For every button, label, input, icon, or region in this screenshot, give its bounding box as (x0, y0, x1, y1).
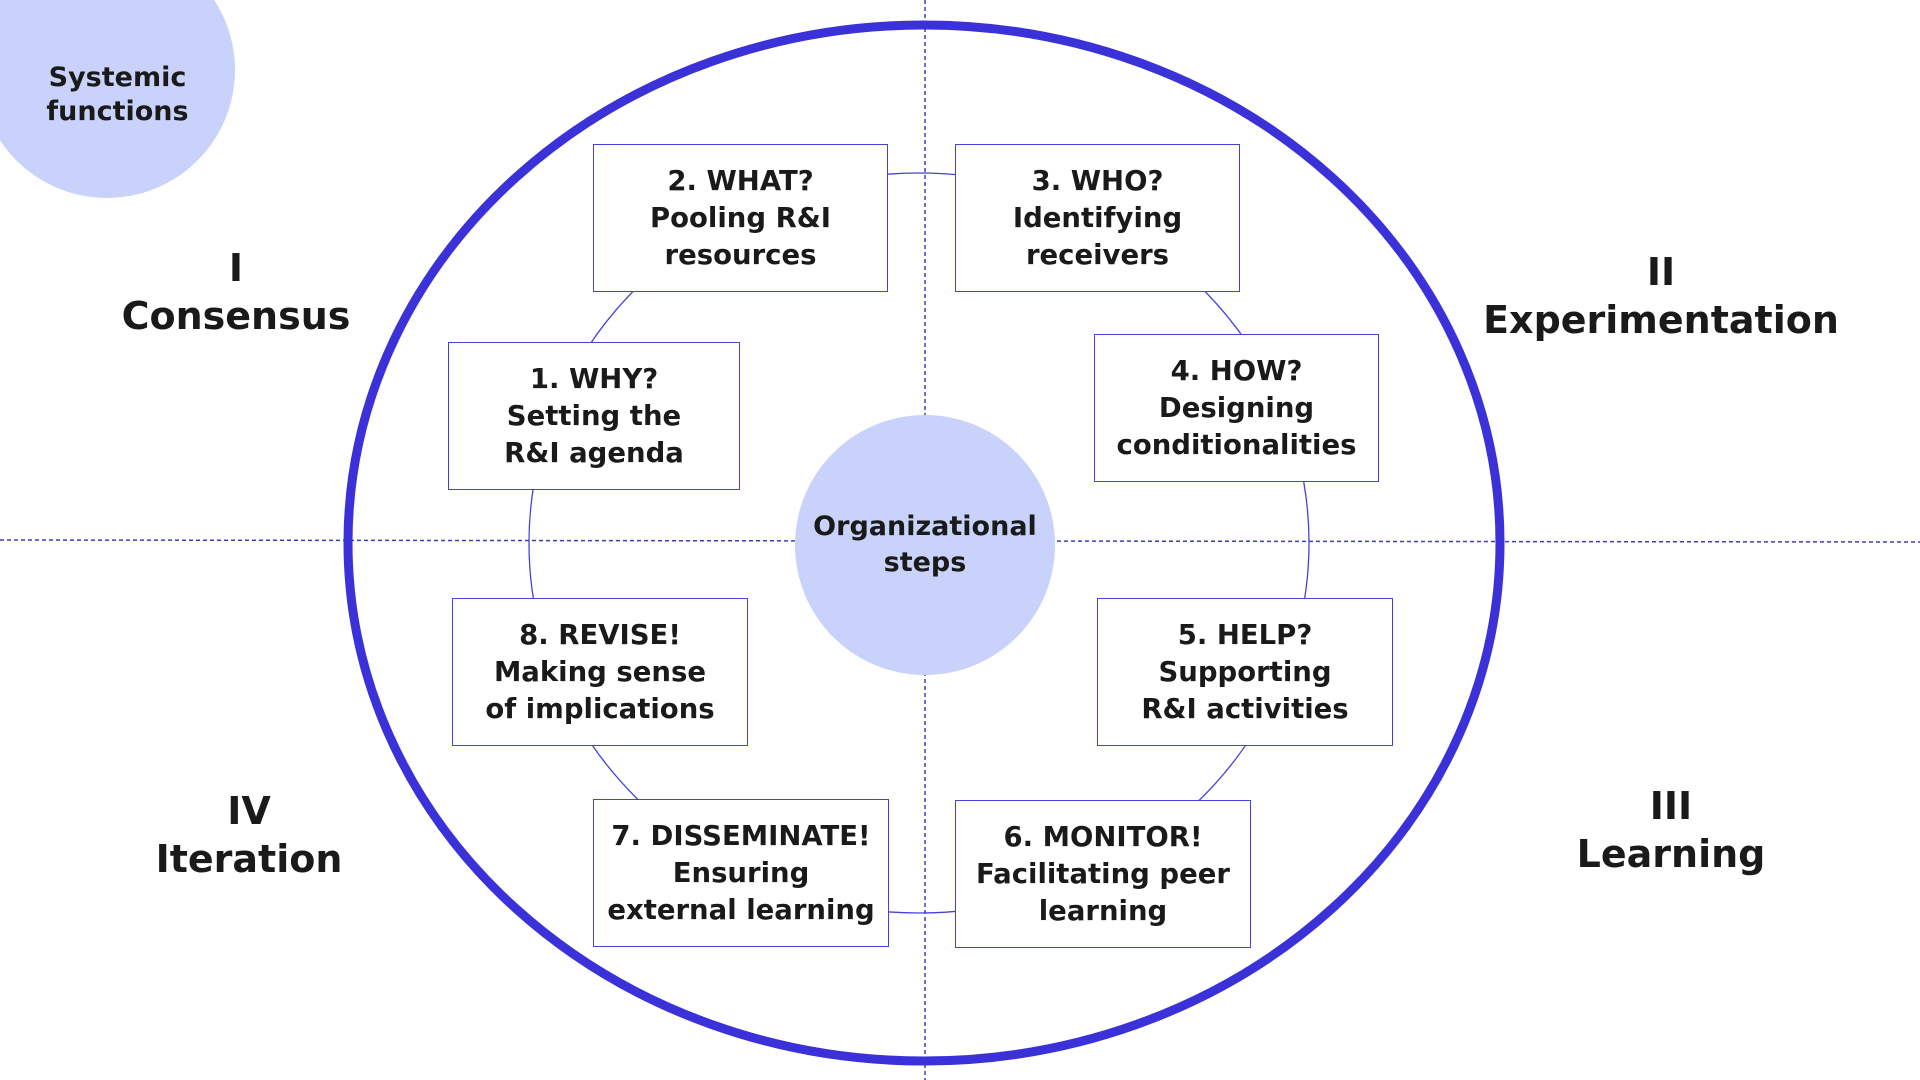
step-box-disseminate: 7. DISSEMINATE! Ensuring external learni… (593, 799, 889, 947)
step-box-what: 2. WHAT? Pooling R&I resources (593, 144, 888, 292)
inner-cycle-ring (528, 172, 1310, 914)
systemic-functions-bubble (0, 0, 235, 198)
step-box-monitor: 6. MONITOR! Facilitating peer learning (955, 800, 1251, 948)
organizational-steps-label: Organizational steps (813, 511, 1037, 578)
step-box-why: 1. WHY? Setting the R&I agenda (448, 342, 740, 490)
organizational-steps-bubble (795, 415, 1055, 675)
function-consensus: I Consensus (121, 246, 351, 338)
step-box-revise: 8. REVISE! Making sense of implications (452, 598, 748, 746)
step-box-how: 4. HOW? Designing conditionalities (1094, 334, 1379, 482)
function-iteration: IV Iteration (155, 789, 343, 881)
function-experimentation: II Experimentation (1483, 250, 1839, 342)
function-learning: III Learning (1576, 784, 1766, 876)
step-box-who: 3. WHO? Identifying receivers (955, 144, 1240, 292)
step-box-help: 5. HELP? Supporting R&I activities (1097, 598, 1393, 746)
outer-ring (343, 20, 1505, 1066)
systemic-functions-label: Systemic functions (46, 62, 189, 127)
